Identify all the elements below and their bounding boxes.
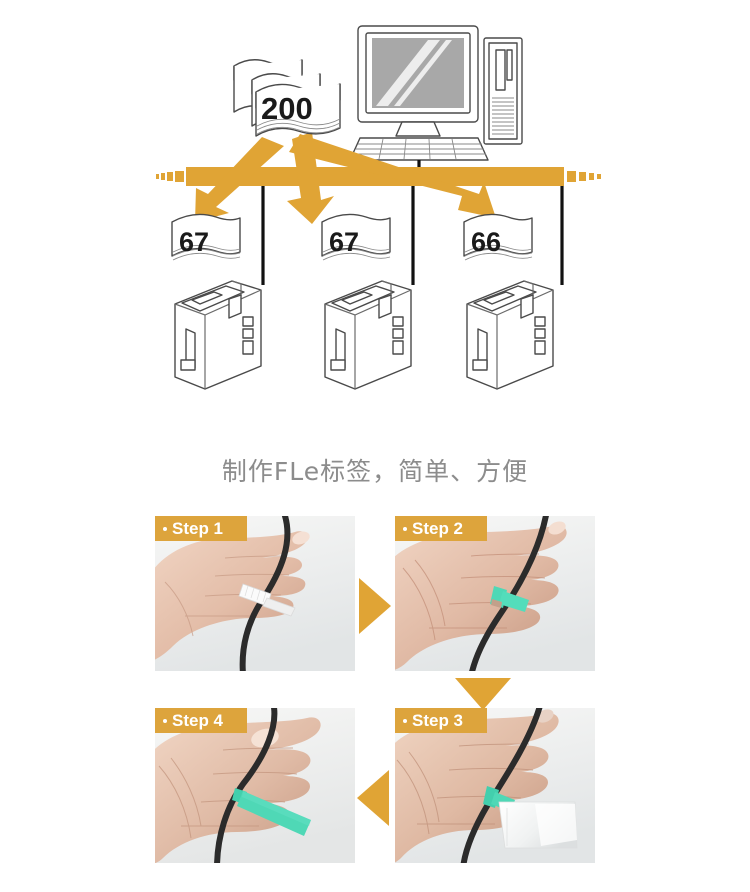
svg-text:66: 66 [471, 227, 501, 257]
desktop-computer-icon [349, 25, 523, 161]
step-2-badge: Step 2 [395, 516, 487, 541]
steps-gallery: Step 1 [155, 516, 595, 876]
bullet-dot-icon [163, 527, 167, 531]
printer-group-1: 67 [171, 213, 262, 390]
network-bus-bar [156, 167, 601, 186]
flow-arrow-down-icon [455, 678, 511, 710]
teal-finished-flag [232, 788, 311, 836]
step-1-label: Step 1 [172, 519, 224, 538]
step-1-badge: Step 1 [155, 516, 247, 541]
printer-group-3: 66 [463, 213, 554, 390]
bullet-dot-icon [403, 527, 407, 531]
white-label-tag [238, 583, 296, 617]
section-caption: 制作FLe标签，简单、方便 [221, 457, 529, 486]
printer-body-2 [324, 280, 412, 390]
step-3-badge: Step 3 [395, 708, 487, 733]
bullet-dot-icon [163, 719, 167, 723]
teal-label-tag [490, 586, 529, 612]
cable [469, 516, 549, 671]
printer-label-stack-2: 67 [321, 213, 391, 261]
step-card-4[interactable]: Step 4 [155, 708, 355, 863]
svg-text:67: 67 [329, 227, 359, 257]
printer-label-stack-3: 66 [463, 213, 533, 261]
source-stack-number: 200 [261, 91, 313, 126]
cable [214, 708, 278, 863]
hand-illustration [395, 521, 567, 670]
distribution-arrows [195, 132, 496, 224]
step-card-3[interactable]: Step 3 [395, 708, 595, 863]
teal-tag-with-white-backing [483, 786, 578, 849]
network-print-diagram: .ol { fill:#ffffff; stroke:#4a4a4a; stro… [0, 0, 750, 430]
hand-illustration [155, 531, 310, 660]
flow-arrow-right-icon [359, 578, 391, 634]
flow-arrow-left-icon [357, 770, 389, 826]
svg-text:67: 67 [179, 227, 209, 257]
printer-body-3 [466, 280, 554, 390]
source-label-stack: 200 [233, 59, 341, 137]
cable [460, 708, 543, 863]
step-card-2[interactable]: Step 2 [395, 516, 595, 671]
printer-body-1 [174, 280, 262, 390]
step-4-label: Step 4 [172, 711, 224, 730]
bullet-dot-icon [403, 719, 407, 723]
step-2-label: Step 2 [412, 519, 464, 538]
step-3-label: Step 3 [412, 711, 464, 730]
printer-group-2: 67 [321, 213, 412, 390]
step-card-1[interactable]: Step 1 [155, 516, 355, 671]
printer-label-stack-1: 67 [171, 213, 241, 261]
step-4-badge: Step 4 [155, 708, 247, 733]
